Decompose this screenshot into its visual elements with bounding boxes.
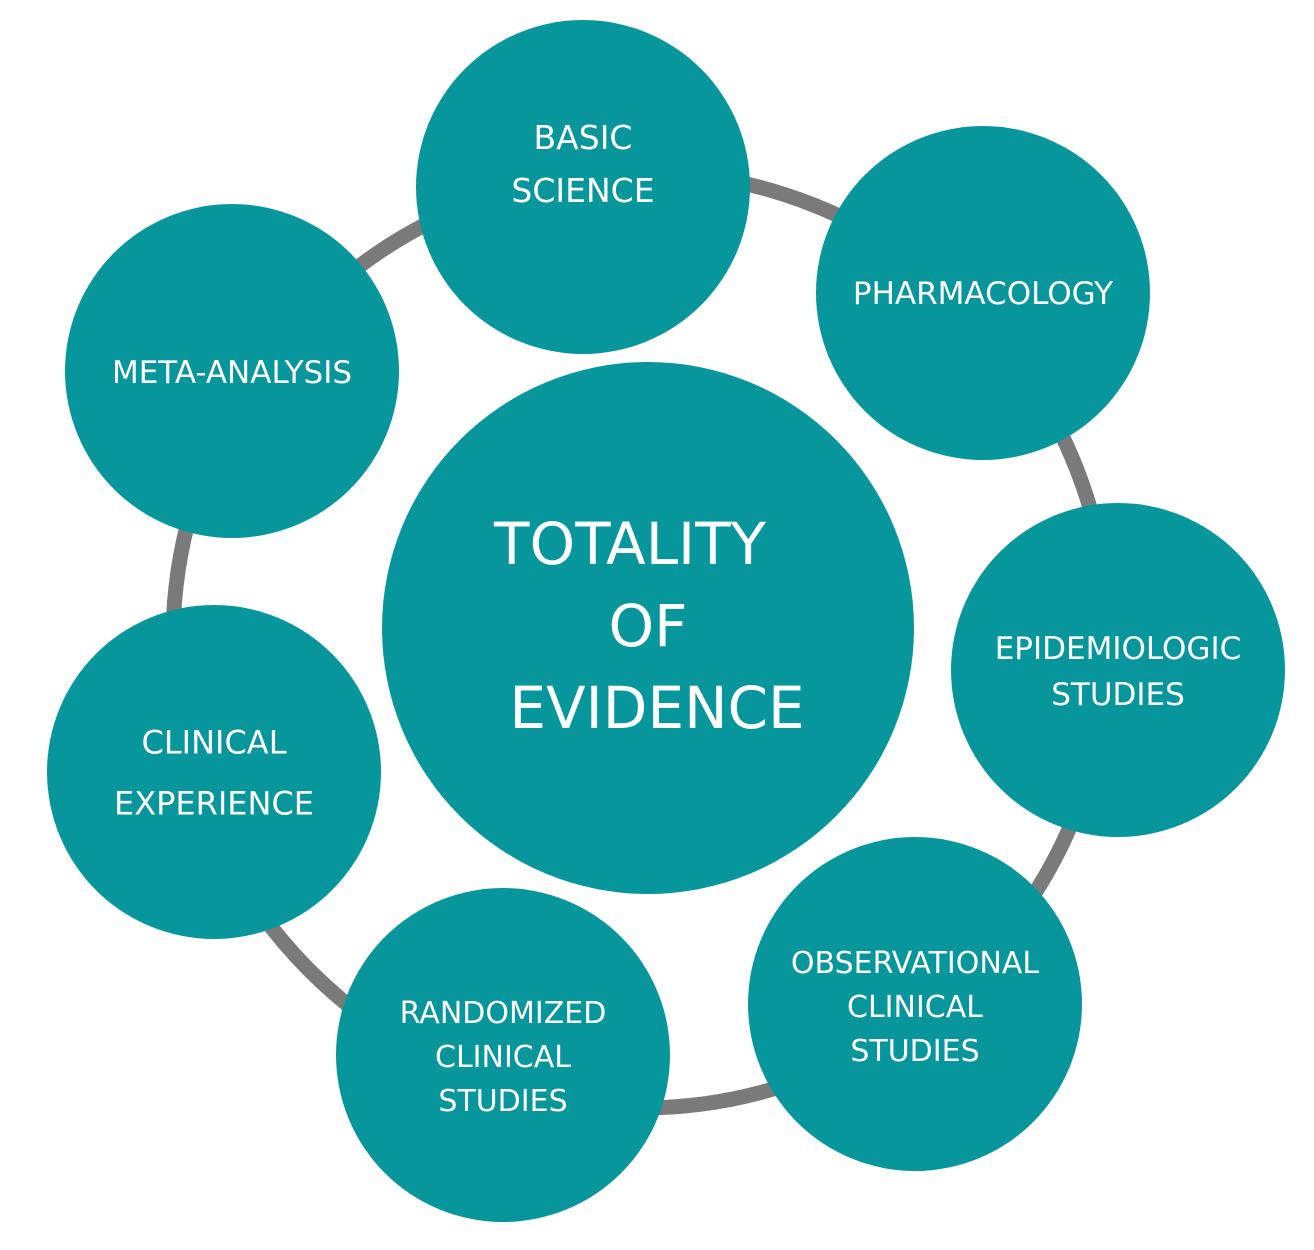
node-label-observational-clinical-studies-line-2: CLINICAL [847,990,983,1025]
center-circle-shape [382,362,914,894]
node-label-epidemiologic-studies-line-2: STUDIES [1051,677,1185,713]
node-epidemiologic-studies: EPIDEMIOLOGIC STUDIES [951,503,1285,837]
node-randomized-clinical-studies: RANDOMIZED CLINICAL STUDIES [336,888,670,1222]
node-label-randomized-clinical-studies-line-2: CLINICAL [435,1040,571,1075]
node-label-randomized-clinical-studies-line-3: STUDIES [438,1084,567,1119]
node-meta-analysis: META-ANALYSIS [65,204,399,538]
node-circle-randomized-clinical-studies [336,888,670,1222]
evidence-nodes: BASIC SCIENCE PHARMACOLOGY EPIDEMIOLOGIC STU… [47,20,1285,1222]
node-label-randomized-clinical-studies-line-1: RANDOMIZED [400,996,607,1031]
node-circle-observational-clinical-studies [748,837,1082,1171]
node-circle-basic-science [416,20,750,354]
node-label-meta-analysis-line-1: META-ANALYSIS [112,355,352,391]
node-basic-science: BASIC SCIENCE [416,20,750,354]
node-circle-epidemiologic-studies [951,503,1285,837]
node-label-basic-science-line-1: BASIC [534,118,633,157]
node-circle-clinical-experience [47,605,381,939]
node-pharmacology: PHARMACOLOGY [816,126,1150,460]
node-label-observational-clinical-studies-line-3: STUDIES [850,1034,979,1069]
node-circle-meta-analysis [65,204,399,538]
node-observational-clinical-studies: OBSERVATIONAL CLINICAL STUDIES [748,837,1082,1171]
node-circle-pharmacology [816,126,1150,460]
center-label-line-3: EVIDENCE [509,674,804,742]
node-label-epidemiologic-studies-line-1: EPIDEMIOLOGIC [995,631,1242,667]
node-label-clinical-experience-line-1: CLINICAL [141,724,286,762]
node-label-pharmacology-line-1: PHARMACOLOGY [853,276,1113,312]
node-label-basic-science-line-2: SCIENCE [511,171,654,210]
node-label-observational-clinical-studies-line-1: OBSERVATIONAL [791,946,1039,981]
center-label-line-2: OF [608,592,687,660]
node-label-clinical-experience-line-2: EXPERIENCE [114,785,314,823]
center-label-line-1: TOTALITY [493,510,767,578]
center-circle: TOTALITY OF EVIDENCE [382,362,914,894]
node-clinical-experience: CLINICAL EXPERIENCE [47,605,381,939]
